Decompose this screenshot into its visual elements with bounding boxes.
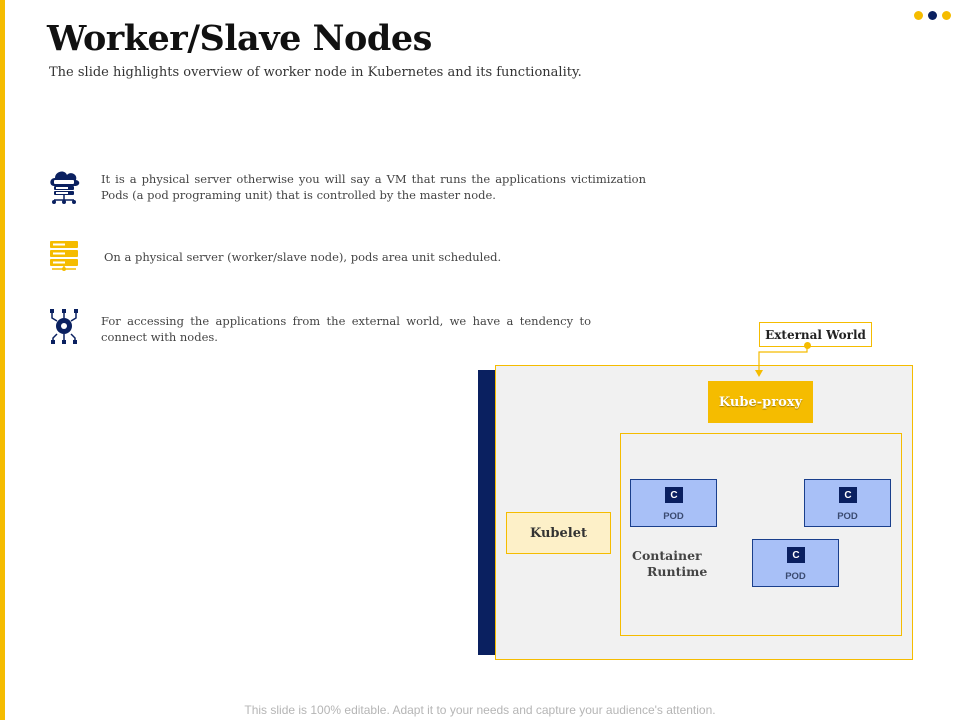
slide-footer: This slide is 100% editable. Adapt it to…: [244, 703, 716, 717]
container-runtime-line2: Runtime: [647, 564, 708, 579]
node-side-bar: [478, 370, 495, 655]
point-text-3: For accessing the applications from the …: [101, 314, 591, 344]
pod-label: POD: [837, 511, 858, 522]
server-rack-icon: [50, 241, 78, 271]
pod-box: C POD: [804, 479, 891, 527]
network-gear-icon: [50, 309, 78, 344]
pod-box: C POD: [752, 539, 839, 587]
connector-dot: [804, 342, 811, 349]
container-runtime-line1: Container: [632, 548, 702, 563]
kube-proxy-box: Kube-proxy: [708, 381, 813, 423]
container-badge: C: [665, 487, 683, 503]
container-runtime-label: Container Runtime: [632, 548, 707, 580]
pod-label: POD: [785, 571, 806, 582]
external-world-box: External World: [759, 322, 872, 347]
accent-side-bar: [0, 0, 5, 720]
kubelet-box: Kubelet: [506, 512, 611, 554]
pod-label: POD: [663, 511, 684, 522]
dot-yellow-2: [942, 11, 951, 20]
cloud-server-icon: [50, 171, 80, 204]
slide-title: Worker/Slave Nodes: [47, 18, 432, 59]
pod-box: C POD: [630, 479, 717, 527]
point-text-2: On a physical server (worker/slave node)…: [104, 250, 502, 264]
container-badge: C: [839, 487, 857, 503]
dot-yellow-1: [914, 11, 923, 20]
container-badge: C: [787, 547, 805, 563]
decorative-dots: [914, 11, 951, 20]
slide-subtitle: The slide highlights overview of worker …: [49, 65, 582, 80]
point-text-1: It is a physical server otherwise you wi…: [101, 172, 646, 202]
container-runtime-box: [620, 433, 902, 636]
dot-navy: [928, 11, 937, 20]
